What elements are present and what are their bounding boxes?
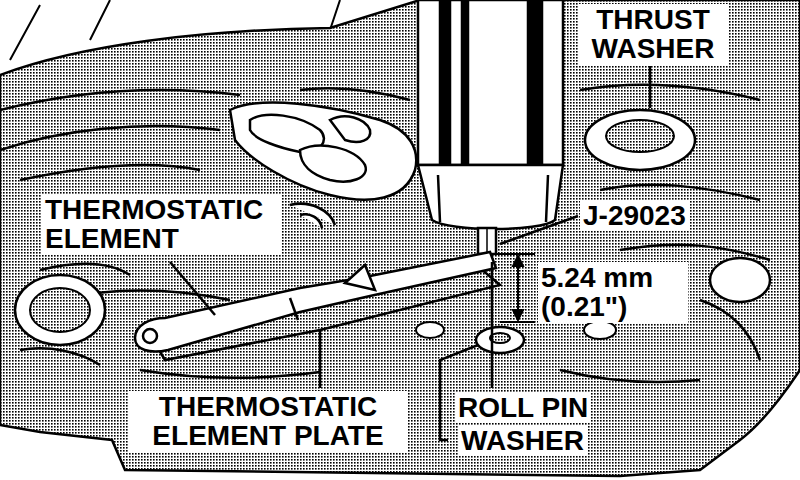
dimension-label: 5.24 mm (0.21")	[538, 262, 688, 323]
part-label: ROLL PIN	[455, 392, 591, 423]
part-label: WASHER	[458, 425, 587, 456]
part-label: THERMOSTATIC ELEMENT PLATE	[128, 391, 408, 452]
part-label: THRUST WASHER	[578, 4, 728, 65]
part-label: THERMOSTATIC ELEMENT	[42, 194, 282, 255]
tool-number: J-29023	[580, 200, 689, 231]
